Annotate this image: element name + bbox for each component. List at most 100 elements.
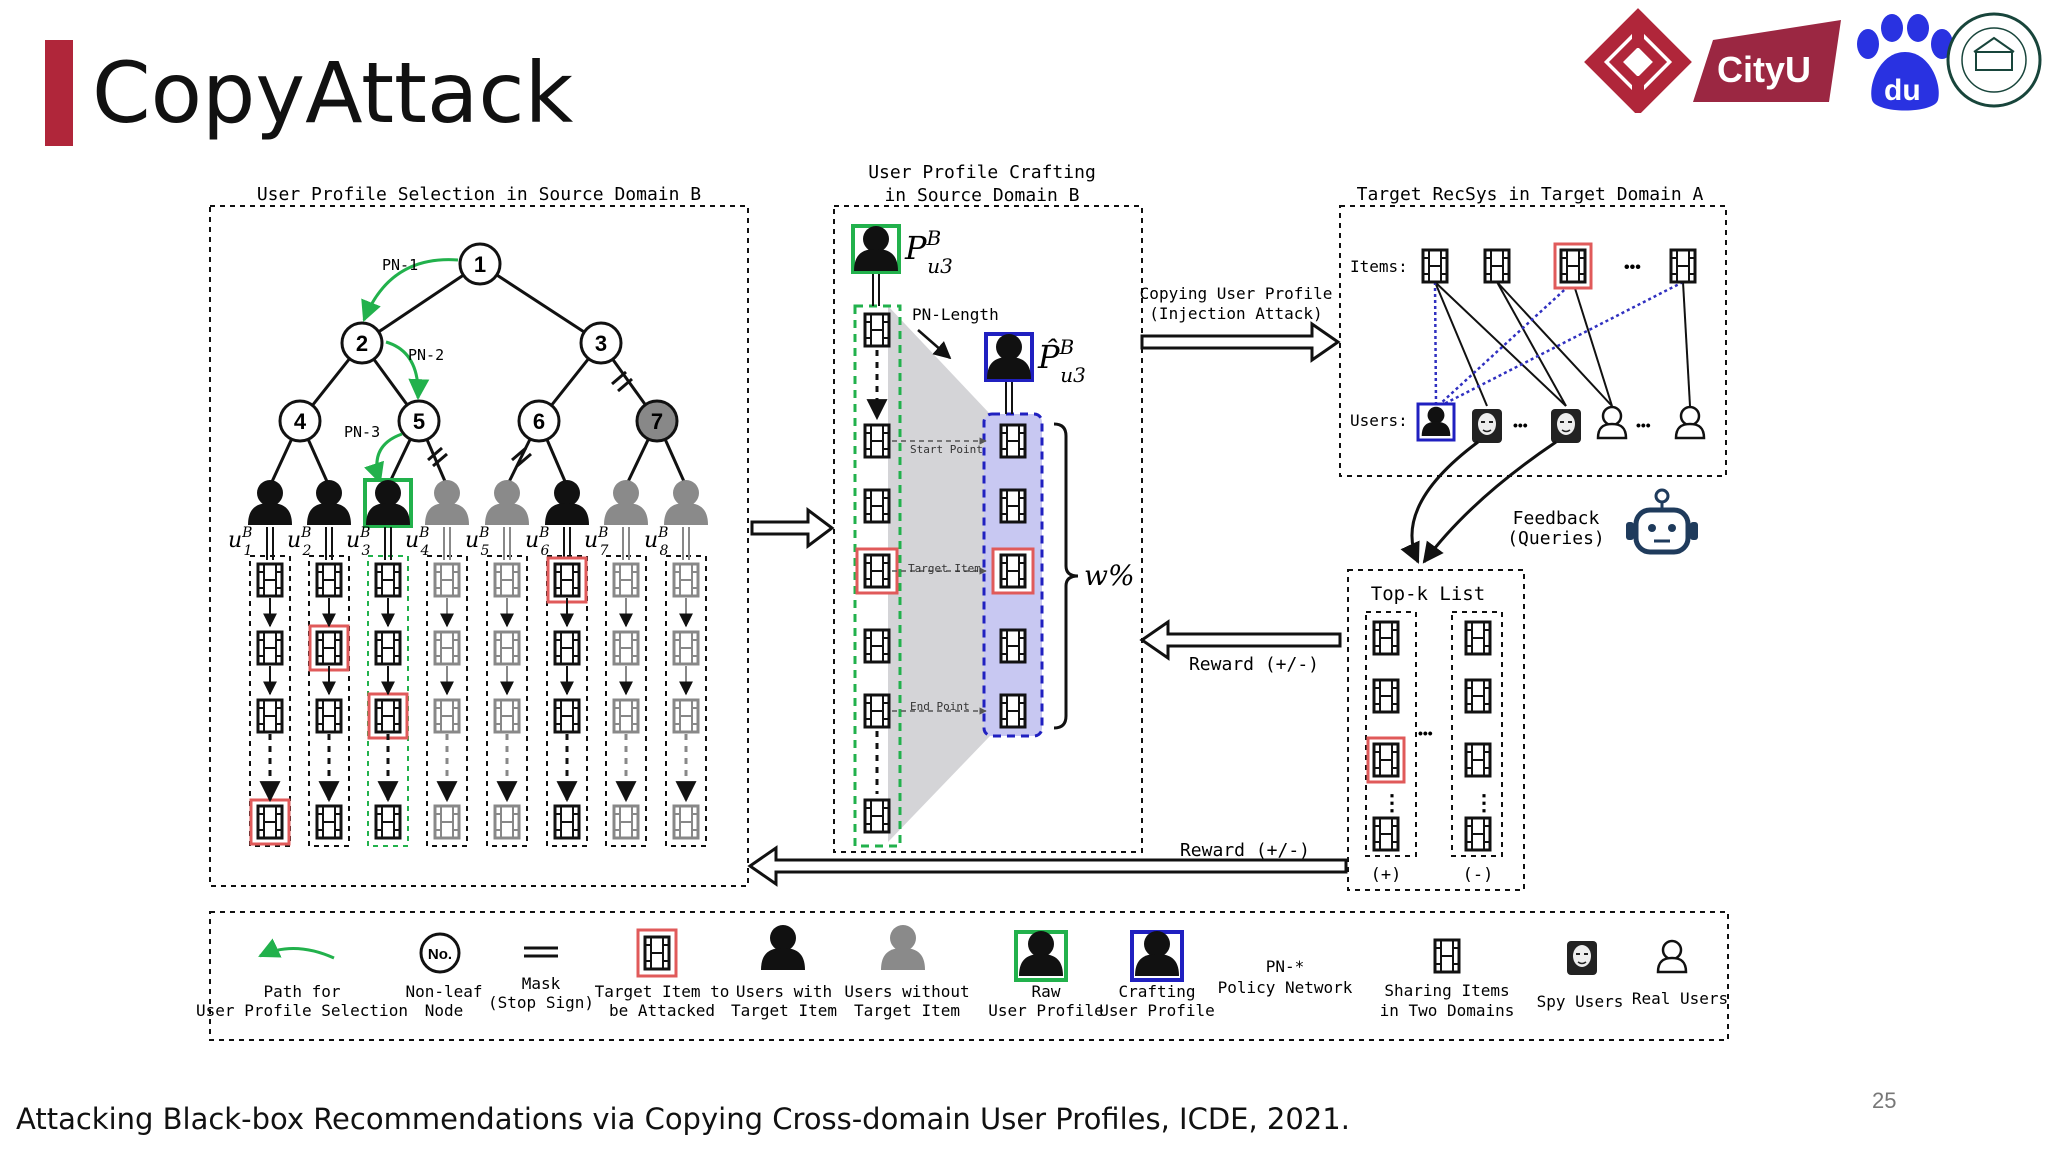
- projection-band: [888, 306, 990, 842]
- svg-text:Target Item to: Target Item to: [595, 982, 730, 1001]
- polyu-logo: [1584, 8, 1692, 113]
- svg-text:Spy Users: Spy Users: [1537, 992, 1624, 1011]
- svg-text:Path for: Path for: [263, 982, 340, 1001]
- crafted-profile-icon: [984, 332, 1034, 414]
- w-percent-brace: [1053, 422, 1079, 730]
- robot-icon: [1626, 488, 1698, 555]
- svg-text:PN-*: PN-*: [1266, 957, 1305, 976]
- svg-text:Target Item: Target Item: [731, 1001, 837, 1020]
- svg-text:⋮: ⋮: [1381, 790, 1403, 815]
- citation: Attacking Black-box Recommendations via …: [16, 1102, 1350, 1136]
- slide-title: CopyAttack: [92, 44, 574, 142]
- svg-text:Crafting: Crafting: [1118, 982, 1195, 1001]
- items-label: Items:: [1350, 257, 1408, 276]
- legend-box: [209, 911, 1729, 1041]
- selection-panel-title: User Profile Selection in Source Domain …: [257, 184, 701, 205]
- hollow-arrow-selection-to-crafting: [750, 507, 835, 549]
- svg-text:Real Users: Real Users: [1632, 989, 1728, 1008]
- svg-text:5: 5: [413, 409, 425, 434]
- start-point-label: Start Point: [910, 443, 983, 456]
- hollow-arrow-copying: [1140, 321, 1341, 363]
- topk-plus-label: (+): [1371, 865, 1402, 885]
- tree-node-2: 2: [340, 321, 384, 365]
- svg-text:Target Item: Target Item: [854, 1001, 960, 1020]
- target-item-label: Target Item: [908, 562, 981, 575]
- w-percent-label: w%: [1084, 559, 1135, 592]
- svg-text:Policy Network: Policy Network: [1218, 978, 1353, 997]
- leaf-user-1: [248, 480, 292, 525]
- cityu-logo: CityU: [1693, 20, 1841, 102]
- path-label-pn3: PN-3: [344, 423, 380, 441]
- target-panel: [1339, 205, 1727, 477]
- svg-text:User Profile: User Profile: [988, 1001, 1104, 1020]
- path-label-pn1: PN-1: [382, 256, 418, 274]
- svg-text:Users without: Users without: [844, 982, 969, 1001]
- svg-text:4: 4: [294, 409, 307, 434]
- selection-path-arrows: [361, 258, 459, 484]
- feedback-label-2: (Queries): [1507, 528, 1605, 549]
- copy-guides: [892, 437, 987, 715]
- topk-minus-label: (-): [1463, 865, 1494, 885]
- target-users-row: ••• •••: [1416, 402, 1706, 444]
- leaf-user-2: [307, 480, 351, 525]
- leaf-user-4: [425, 480, 469, 525]
- user-column-6: [546, 527, 588, 847]
- user-column-7: [605, 527, 647, 847]
- crafting-panel-title-1: User Profile Crafting: [868, 162, 1096, 183]
- raw-column-items: [855, 312, 899, 834]
- hollow-arrow-reward-mid: [1139, 619, 1342, 661]
- svg-text:Raw: Raw: [1032, 982, 1061, 1001]
- svg-text:User Profile: User Profile: [1099, 1001, 1215, 1020]
- topk-plus-items: ⋮: [1366, 620, 1406, 852]
- baidu-logo: du: [1857, 14, 1953, 111]
- legend-labels: Path for User Profile Selection Non-leaf…: [196, 957, 1728, 1020]
- leaf-user-3: [363, 478, 413, 528]
- tree-node-5: 5: [397, 399, 441, 443]
- feedback-arrows: [1400, 440, 1557, 564]
- user-column-1: [249, 527, 291, 847]
- svg-text:⋮: ⋮: [1473, 790, 1495, 815]
- user-column-3: [367, 527, 409, 847]
- svg-text:Users with: Users with: [736, 982, 832, 1001]
- leaf-user-7: [604, 480, 648, 525]
- topk-plus-column: [1365, 611, 1417, 857]
- raw-profile-icon: [851, 224, 901, 306]
- leaf-user-5: [485, 480, 529, 525]
- svg-text:7: 7: [651, 409, 663, 434]
- path-label-pn2: PN-2: [408, 346, 444, 364]
- svg-text:(Stop Sign): (Stop Sign): [488, 993, 594, 1012]
- svg-text:3: 3: [595, 331, 607, 356]
- svg-text:User Profile Selection: User Profile Selection: [196, 1001, 408, 1020]
- page-number: 25: [1872, 1088, 1897, 1113]
- svg-text:•••: •••: [1636, 417, 1651, 433]
- title-accent-bar: [45, 40, 73, 146]
- logo-strip: CityU du: [1584, 8, 2042, 113]
- users-label: Users:: [1350, 411, 1408, 430]
- user-column-8: [665, 527, 707, 847]
- svg-text:•••: •••: [1624, 259, 1641, 276]
- feedback-label-1: Feedback: [1513, 508, 1600, 529]
- svg-text:Node: Node: [425, 1001, 464, 1020]
- cityu-text: CityU: [1717, 49, 1811, 90]
- user-column-5: [486, 527, 528, 847]
- end-point-label: End Point: [910, 700, 970, 713]
- svg-text:No.: No.: [428, 946, 452, 963]
- legend-symbols: No.: [258, 925, 1688, 982]
- crafting-panel-title-2: in Source Domain B: [884, 185, 1079, 206]
- mask-marks: [427, 370, 633, 468]
- reward-bottom-label: Reward (+/-): [1180, 840, 1310, 861]
- pn-length-label: PN-Length: [912, 305, 999, 324]
- raw-profile-column: [853, 304, 902, 848]
- svg-text:be Attacked: be Attacked: [609, 1001, 715, 1020]
- leaf-users: [248, 478, 708, 528]
- msu-seal-logo: [1946, 12, 2042, 108]
- tree-node-3: 3: [579, 321, 623, 365]
- svg-text:•••: •••: [1513, 417, 1528, 433]
- topk-minus-items: ⋮: [1464, 620, 1495, 852]
